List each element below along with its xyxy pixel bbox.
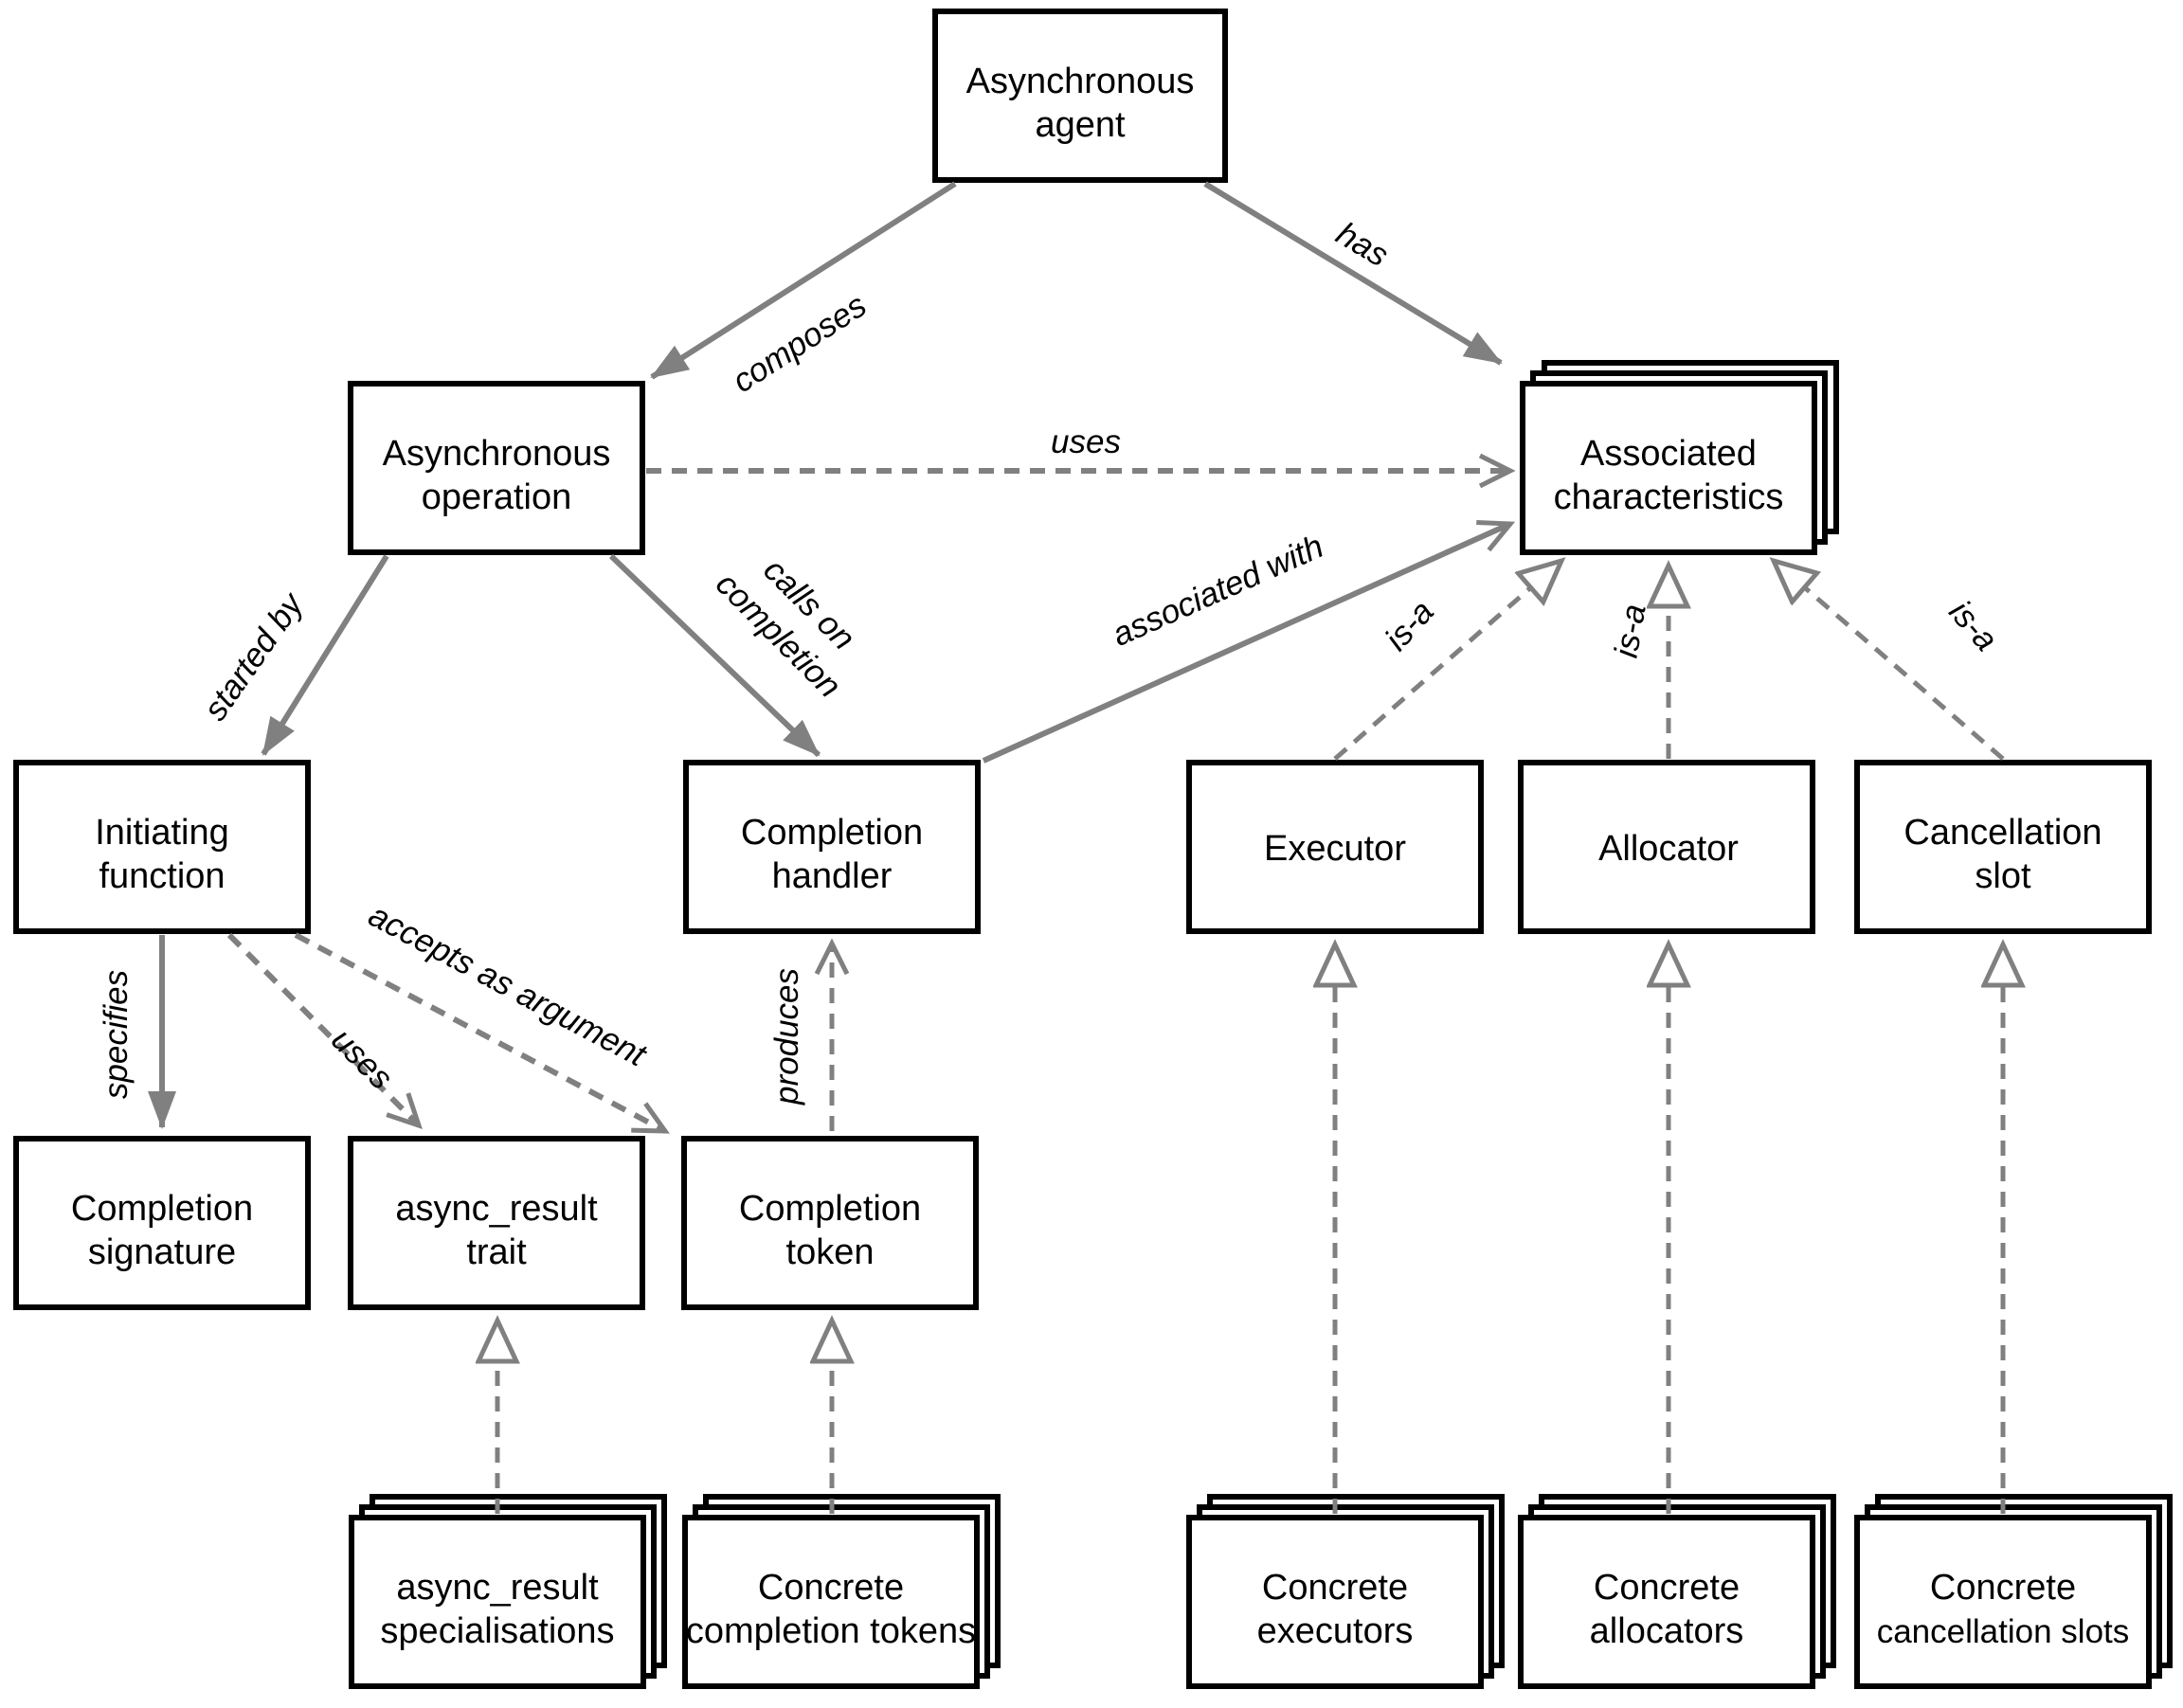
completion-token-label: Completion bbox=[739, 1189, 921, 1229]
async-result-specialisations-label: specialisations bbox=[380, 1611, 614, 1651]
asynchronous-operation-box bbox=[348, 381, 645, 555]
concrete-allocators-label: allocators bbox=[1590, 1611, 1744, 1651]
cancellation-slot-label: slot bbox=[1975, 856, 2031, 896]
edge-label-specifies: specifies bbox=[98, 970, 135, 1099]
cancellation-slot-label: Cancellation bbox=[1903, 813, 2102, 853]
node-asynchronous-agent: Asynchronous agent bbox=[932, 9, 1228, 183]
edge-label-is-a-allocator: is-a bbox=[1608, 602, 1653, 660]
initiating-function-label: function bbox=[99, 856, 225, 896]
edge-label-associated-with: associated with bbox=[1107, 528, 1328, 654]
completion-handler-box bbox=[683, 760, 981, 934]
completion-signature-label: signature bbox=[88, 1232, 236, 1272]
concrete-executors-box bbox=[1186, 1515, 1484, 1689]
executor-box bbox=[1186, 760, 1484, 934]
node-async-result-trait: async_result trait bbox=[348, 1136, 645, 1310]
initiating-function-label: Initiating bbox=[95, 813, 229, 853]
node-concrete-cancellation-slots: Concrete cancellation slots bbox=[1854, 1494, 2173, 1689]
edge-label-calls-on-completion: calls on completion bbox=[709, 551, 862, 705]
node-allocator: Allocator bbox=[1518, 760, 1815, 934]
concrete-cancellation-slots-box bbox=[1854, 1515, 2152, 1689]
edge-has bbox=[1203, 181, 1503, 366]
async-result-trait-label: async_result bbox=[395, 1189, 598, 1229]
edge-uses-trait bbox=[226, 932, 423, 1129]
node-concrete-completion-tokens: Concrete completion tokens bbox=[682, 1494, 1001, 1689]
async-result-trait-box bbox=[348, 1136, 645, 1310]
concrete-allocators-box bbox=[1518, 1515, 1815, 1689]
cancellation-slot-box bbox=[1854, 760, 2152, 934]
edge-label-is-a-cancellation: is-a bbox=[1941, 593, 2004, 657]
concrete-executors-label: executors bbox=[1257, 1611, 1414, 1651]
concrete-cancellation-slots-label: Concrete bbox=[1930, 1568, 2076, 1608]
asynchronous-agent-label: Asynchronous bbox=[966, 62, 1195, 101]
edge-label-uses-associated: uses bbox=[1051, 423, 1121, 460]
node-completion-handler: Completion handler bbox=[683, 760, 981, 934]
node-cancellation-slot: Cancellation slot bbox=[1854, 760, 2152, 934]
concrete-completion-tokens-box bbox=[682, 1515, 980, 1689]
node-async-result-specialisations: async_result specialisations bbox=[349, 1494, 667, 1689]
edge-is-a-cancellation bbox=[1774, 561, 2005, 761]
concrete-cancellation-slots-label: cancellation slots bbox=[1877, 1613, 2130, 1650]
async-result-specialisations-box bbox=[349, 1515, 646, 1689]
node-concrete-allocators: Concrete allocators bbox=[1518, 1494, 1836, 1689]
associated-characteristics-label: Associated bbox=[1580, 434, 1757, 474]
edge-calls-on-completion bbox=[608, 553, 821, 758]
initiating-function-box bbox=[13, 760, 311, 934]
asynchronous-operation-label: operation bbox=[422, 477, 571, 517]
edge-started-by bbox=[261, 554, 389, 756]
edge-label-produces: produces bbox=[768, 968, 805, 1106]
concrete-executors-label: Concrete bbox=[1262, 1568, 1408, 1608]
edge-label-is-a-executor: is-a bbox=[1378, 593, 1441, 657]
node-concrete-executors: Concrete executors bbox=[1186, 1494, 1505, 1689]
associated-characteristics-label: characteristics bbox=[1554, 477, 1784, 517]
concrete-completion-tokens-label: completion tokens bbox=[686, 1611, 976, 1651]
completion-signature-box bbox=[13, 1136, 311, 1310]
completion-token-label: token bbox=[786, 1232, 875, 1272]
completion-handler-label: handler bbox=[772, 856, 893, 896]
concrete-completion-tokens-label: Concrete bbox=[758, 1568, 904, 1608]
completion-signature-label: Completion bbox=[71, 1189, 253, 1229]
async-result-trait-label: trait bbox=[466, 1232, 527, 1272]
async-result-specialisations-label: async_result bbox=[396, 1568, 599, 1608]
node-associated-characteristics: Associated characteristics bbox=[1520, 360, 1839, 555]
node-initiating-function: Initiating function bbox=[13, 760, 311, 934]
completion-token-box bbox=[681, 1136, 979, 1310]
allocator-label: Allocator bbox=[1598, 829, 1739, 869]
asynchronous-agent-box bbox=[932, 9, 1228, 183]
node-asynchronous-operation: Asynchronous operation bbox=[348, 381, 645, 555]
node-executor: Executor bbox=[1186, 760, 1484, 934]
completion-handler-label: Completion bbox=[741, 813, 923, 853]
node-completion-token: Completion token bbox=[681, 1136, 979, 1310]
allocator-box bbox=[1518, 760, 1815, 934]
concrete-allocators-label: Concrete bbox=[1594, 1568, 1740, 1608]
edge-accepts-as-argument bbox=[294, 932, 670, 1134]
edge-composes bbox=[650, 181, 957, 380]
nodes: Asynchronous agent Asynchronous operatio… bbox=[13, 9, 2173, 1689]
asynchronous-agent-label: agent bbox=[1035, 105, 1126, 145]
edge-label-uses-trait: uses bbox=[324, 1021, 400, 1097]
node-completion-signature: Completion signature bbox=[13, 1136, 311, 1310]
executor-label: Executor bbox=[1264, 829, 1406, 869]
asynchronous-operation-label: Asynchronous bbox=[383, 434, 611, 474]
associated-characteristics-box bbox=[1520, 381, 1817, 555]
edge-label-composes: composes bbox=[726, 287, 873, 401]
edge-associated-with bbox=[982, 520, 1516, 764]
